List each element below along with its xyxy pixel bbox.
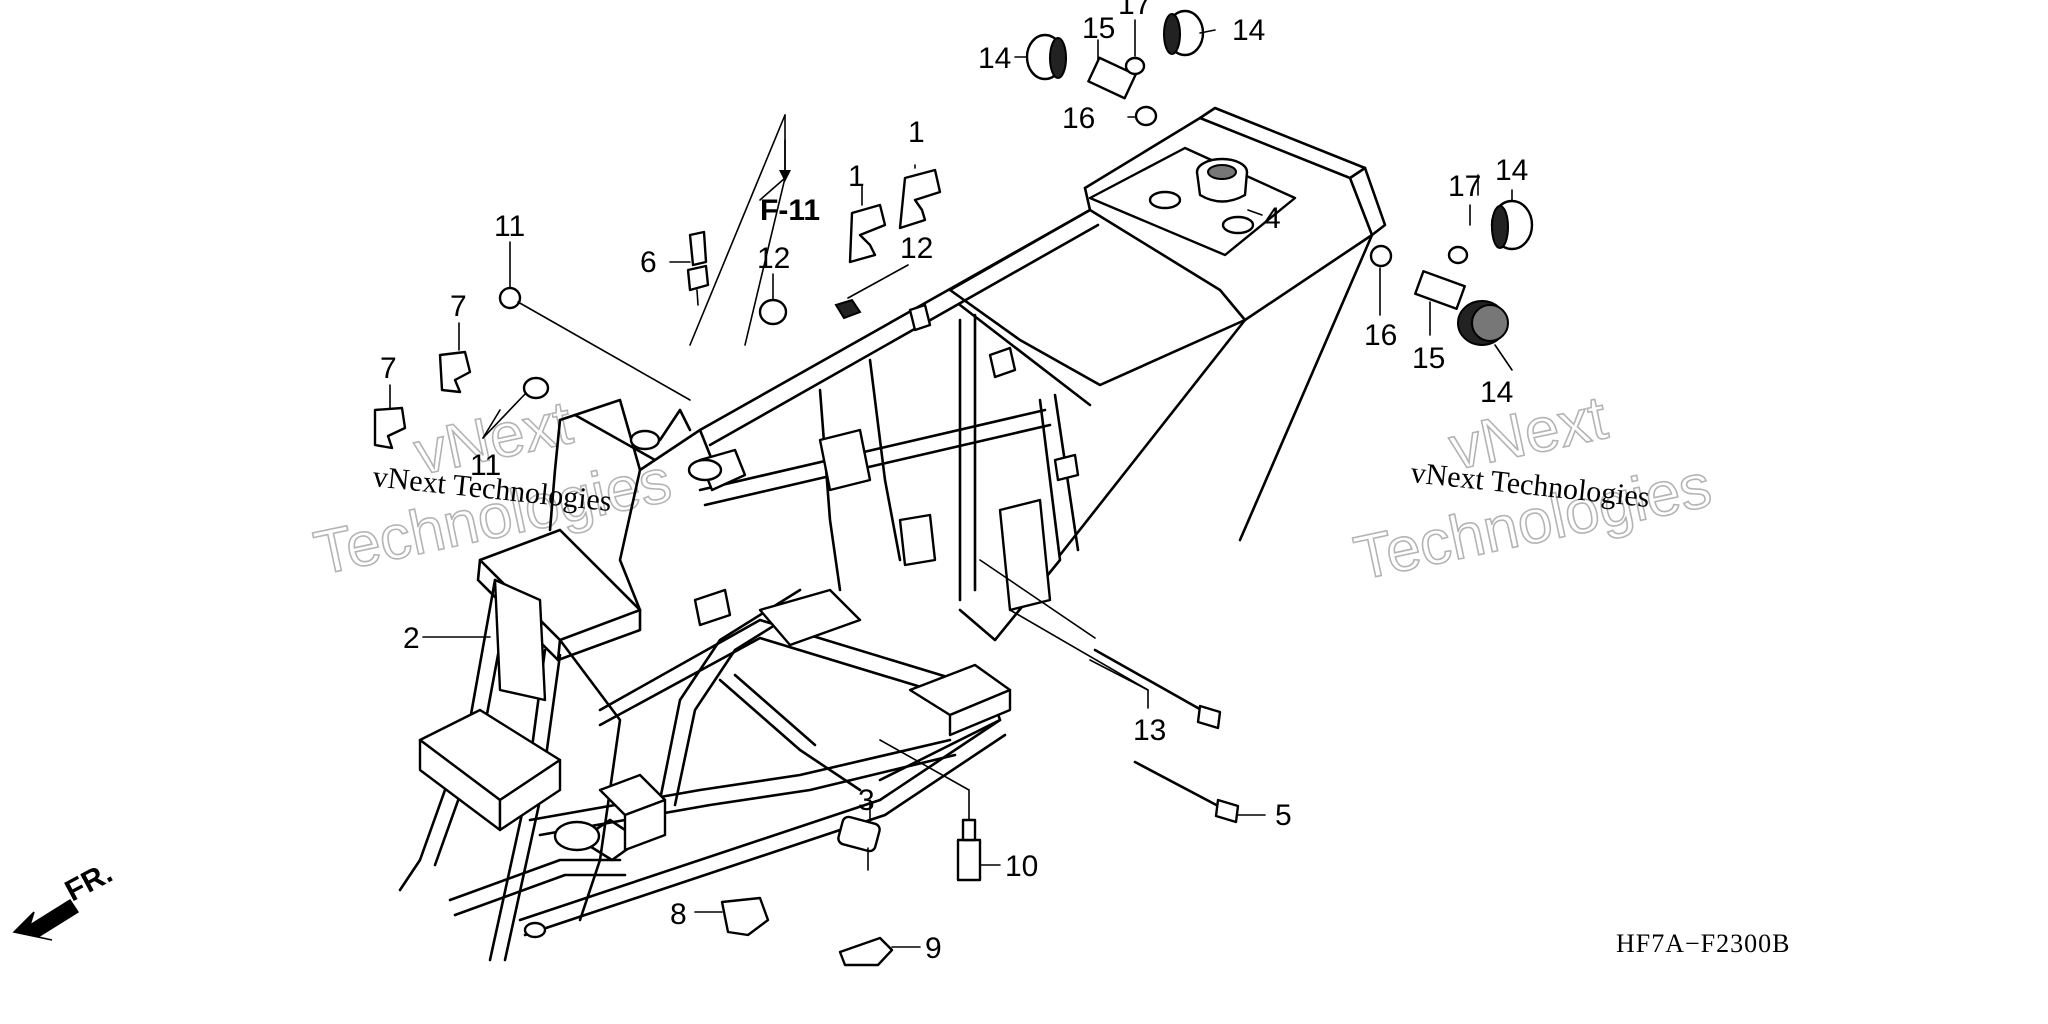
front-gusset-upper [493, 578, 547, 702]
grommet-12b [834, 298, 862, 320]
callout-6: 6 [640, 246, 657, 279]
cradle-plate-2 [898, 513, 937, 567]
breather-6 [686, 230, 710, 306]
watermark-right: vNext Technologies vNext Technologies [1348, 382, 1718, 594]
collar-15a [1087, 56, 1137, 100]
rubber-cap-14b [1163, 9, 1205, 57]
carrier-hole-2 [1221, 215, 1255, 235]
callout-14d: 14 [1480, 376, 1513, 409]
rubber-cap-14d [1457, 300, 1509, 346]
nut-16a [1134, 105, 1158, 127]
callout-15a: 15 [1082, 12, 1115, 45]
callout-7b: 7 [380, 352, 397, 385]
front-bracket-lower-face [498, 758, 562, 832]
main-frame [398, 106, 1387, 962]
clamp-7a [438, 350, 472, 394]
leader-lines [389, 19, 1513, 948]
grommet-11b [522, 376, 550, 400]
callout-9: 9 [925, 932, 942, 965]
callout-16b: 16 [1364, 319, 1397, 352]
front-foot-bushing [523, 921, 547, 939]
callout-14c: 14 [1495, 154, 1528, 187]
tank-stay [818, 428, 872, 492]
washer-17a [1124, 56, 1146, 76]
front-lower-bushing [553, 820, 601, 852]
side-tab-1 [908, 303, 932, 332]
callout-13: 13 [1133, 714, 1166, 747]
clamp-8 [720, 896, 770, 937]
callout-7a: 7 [450, 290, 467, 323]
reference-label: F-11 [760, 194, 820, 227]
bolt-10 [956, 818, 982, 882]
mid-bracket-center [758, 588, 862, 647]
front-cross-block-side [623, 798, 667, 852]
callout-10: 10 [1005, 850, 1038, 883]
rubber-cap-14a [1025, 33, 1067, 81]
rubber-cap-14c [1490, 199, 1534, 251]
steering-bushing-2 [629, 429, 661, 451]
callout-11a: 11 [494, 210, 525, 243]
callout-15b: 15 [1412, 342, 1445, 375]
callout-labels: 1 1 2 3 4 5 6 7 7 8 9 10 11 11 12 12 13 … [380, 0, 1528, 965]
bolt-5 [1133, 760, 1240, 824]
callout-1a: 1 [908, 116, 925, 149]
clip-1b [898, 168, 942, 230]
callout-1b: 1 [848, 160, 865, 193]
callout-17a: 17 [1118, 0, 1151, 21]
front-direction-arrow: FR. [12, 856, 118, 941]
bolt-13 [1093, 648, 1222, 730]
loose-parts [373, 9, 1534, 967]
collar-15b [1414, 269, 1466, 311]
side-tab-3 [1053, 453, 1080, 482]
grommet-11a [498, 286, 522, 310]
callout-11b: 11 [470, 449, 501, 482]
callout-5: 5 [1275, 799, 1292, 832]
callout-12b: 12 [900, 232, 933, 265]
cradle-plate [998, 498, 1052, 612]
cap-4 [1195, 157, 1249, 203]
clip-1a [848, 203, 887, 264]
watermark-left: vNext Technologies vNext Technologies [308, 387, 678, 589]
callout-17b: 17 [1448, 170, 1481, 203]
sleeve-3 [837, 815, 881, 853]
callout-14a: 14 [978, 42, 1011, 75]
grommet-12a [758, 298, 788, 326]
bracket-9 [838, 936, 894, 967]
mid-bracket-right-side [948, 688, 1012, 737]
nut-16b [1369, 244, 1393, 268]
tank-stay-2 [693, 588, 732, 627]
diagram-code: HF7A−F2300B [1616, 929, 1790, 958]
reference-arrow [779, 139, 791, 182]
steering-bushing [687, 458, 723, 482]
side-tab-2 [988, 346, 1017, 379]
callout-3: 3 [858, 784, 875, 817]
washer-17b [1447, 245, 1469, 265]
clamp-7b [373, 406, 407, 450]
callout-2: 2 [403, 622, 420, 655]
callout-16a: 16 [1062, 102, 1095, 135]
callout-14b: 14 [1232, 14, 1265, 47]
carrier-hole-1 [1148, 190, 1182, 210]
callout-12a: 12 [757, 242, 790, 275]
callout-8: 8 [670, 898, 687, 931]
callout-4: 4 [1264, 202, 1281, 235]
